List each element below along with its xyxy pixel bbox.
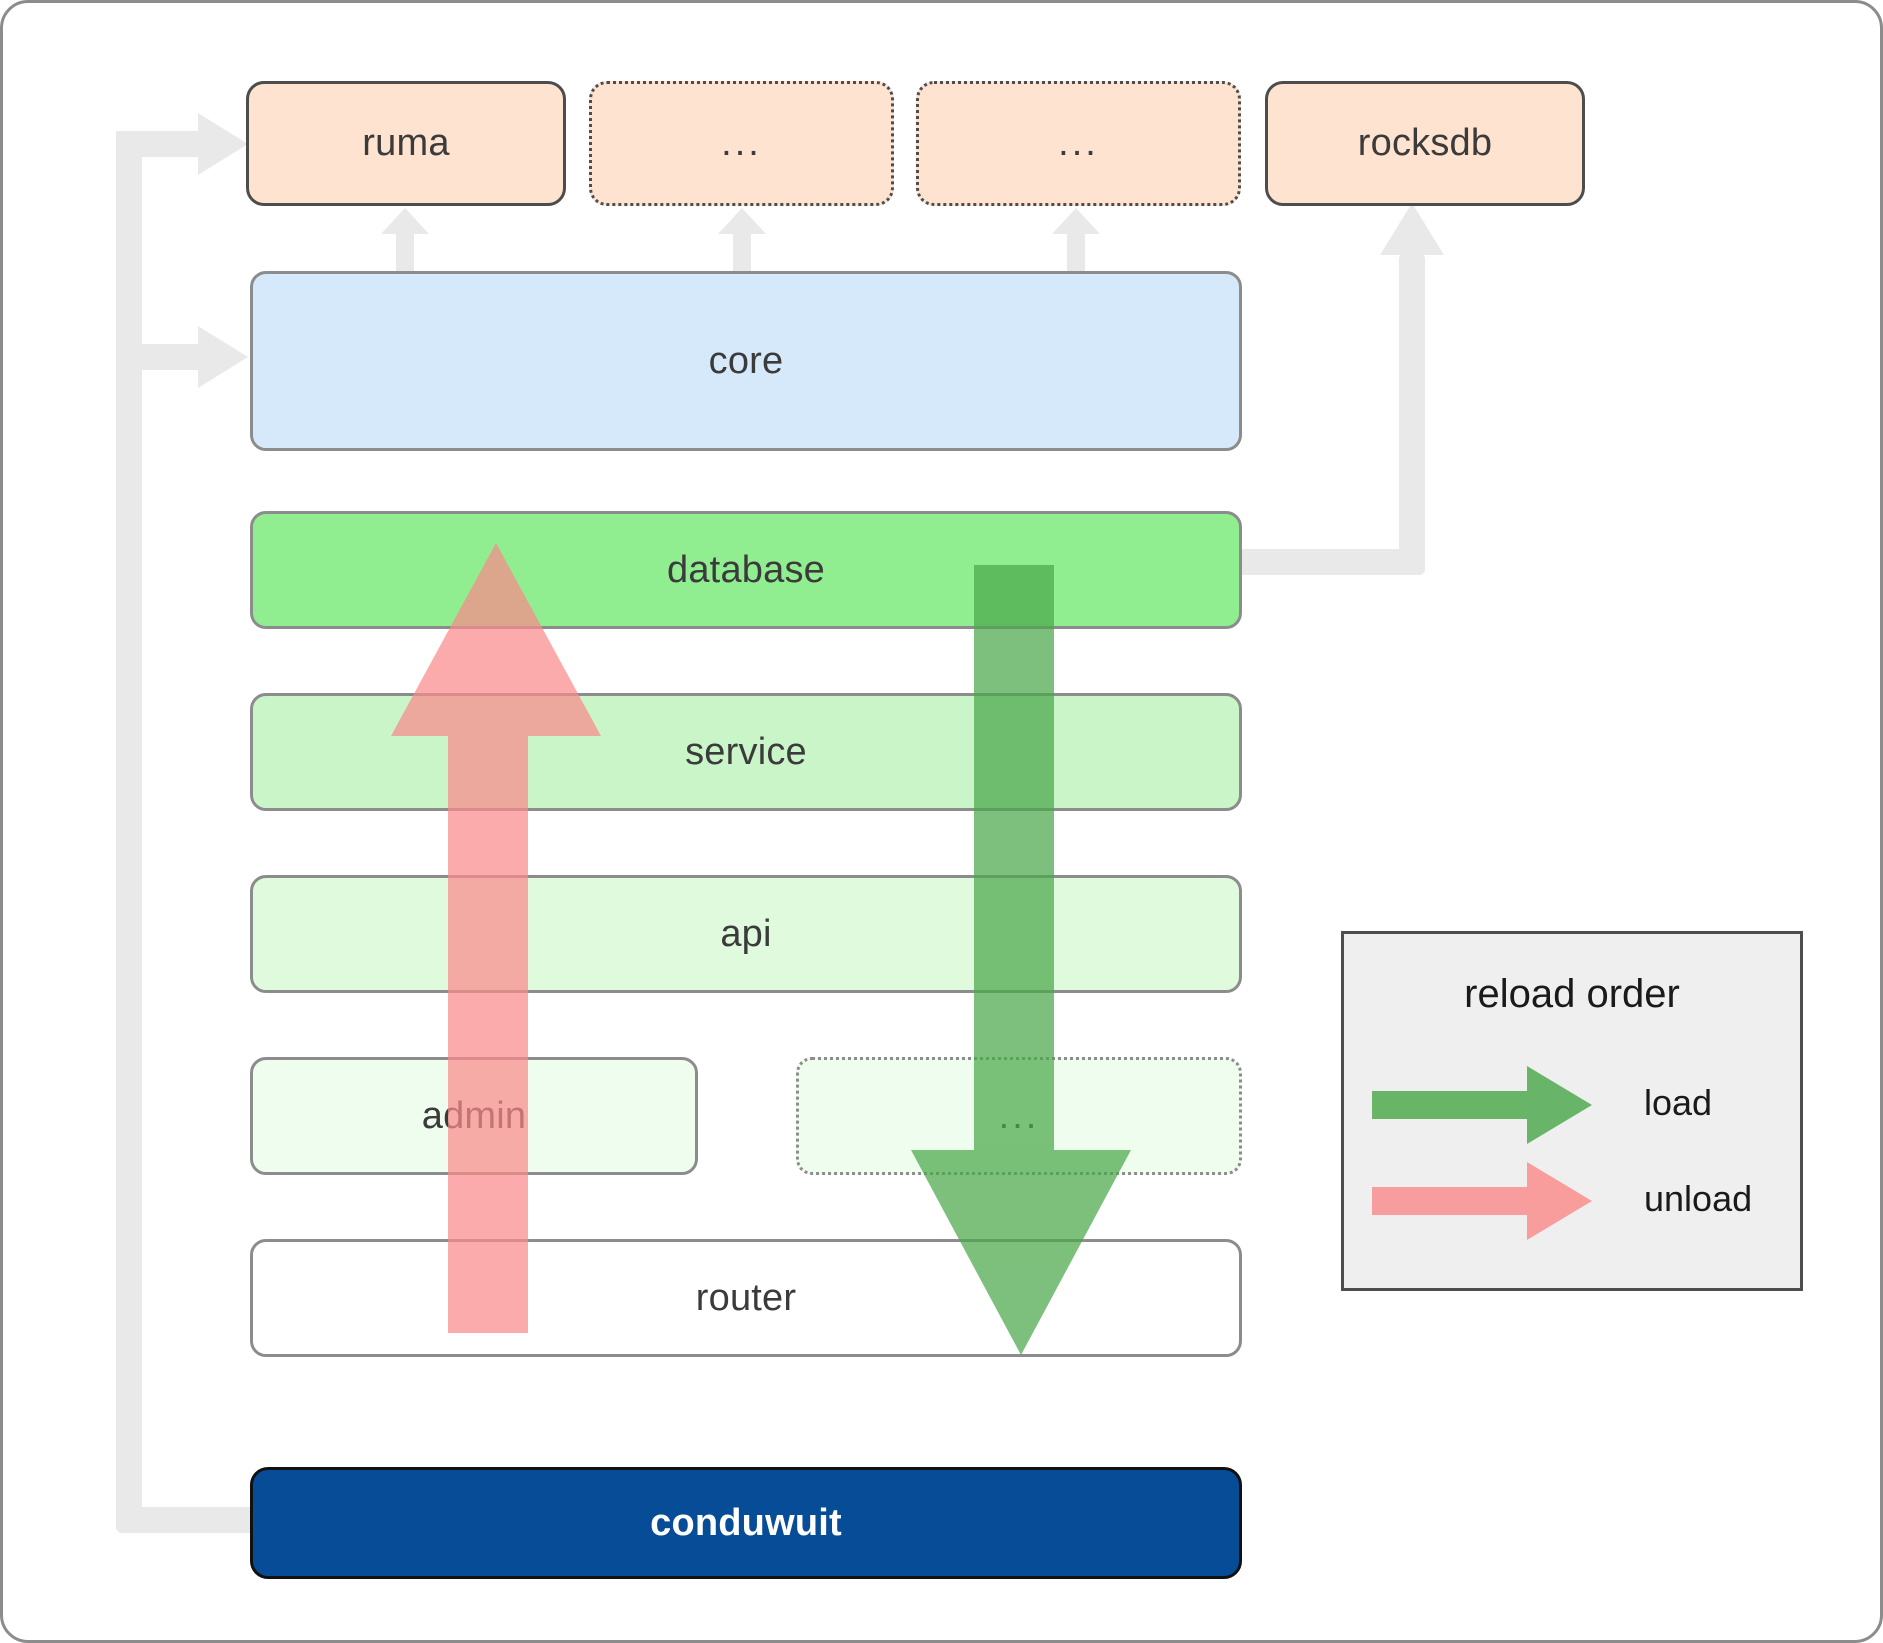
node-router-label: router (695, 1276, 797, 1319)
node-conduwuit-label: conduwuit (650, 1501, 842, 1544)
legend-unload-label: unload (1644, 1178, 1753, 1219)
node-api[interactable]: api (250, 875, 1242, 993)
node-database-label: database (667, 548, 825, 591)
node-ruma[interactable]: ruma (246, 81, 566, 206)
connector-arrowhead-core (198, 326, 248, 388)
node-layer-more-label: ... (998, 1094, 1040, 1137)
connector-conduwuit-to-trunk (116, 1507, 256, 1533)
connector-core-to-dep-more-1 (718, 208, 766, 273)
node-service-label: service (685, 730, 807, 773)
connector-arrowhead-rocksdb (1380, 203, 1444, 255)
node-database[interactable]: database (250, 511, 1242, 629)
node-admin-label: admin (421, 1094, 527, 1137)
node-api-label: api (720, 912, 772, 955)
connector-database-right (1233, 549, 1425, 575)
legend-load-arrow (1372, 1066, 1592, 1144)
connector-rocksdb-riser (1399, 253, 1425, 575)
node-dep-more-2[interactable]: ... (916, 81, 1241, 206)
connector-core-to-dep-more-2 (1052, 208, 1100, 273)
node-admin[interactable]: admin (250, 1057, 698, 1175)
legend-box: reload order load unload (1341, 931, 1803, 1291)
node-service[interactable]: service (250, 693, 1242, 811)
node-dep-more-1-label: ... (721, 122, 762, 165)
connector-arrowhead-ruma (198, 113, 248, 175)
node-core[interactable]: core (250, 271, 1242, 451)
node-router[interactable]: router (250, 1239, 1242, 1357)
connector-trunk-left (116, 131, 142, 1533)
node-layer-more[interactable]: ... (796, 1057, 1242, 1175)
node-conduwuit[interactable]: conduwuit (250, 1467, 1242, 1579)
node-rocksdb[interactable]: rocksdb (1265, 81, 1585, 206)
node-dep-more-1[interactable]: ... (589, 81, 894, 206)
node-core-label: core (708, 339, 784, 382)
legend-title: reload order (1464, 972, 1680, 1016)
legend-unload-arrow (1372, 1162, 1592, 1240)
connector-core-to-ruma (381, 208, 429, 273)
node-ruma-label: ruma (362, 122, 450, 164)
node-rocksdb-label: rocksdb (1357, 122, 1493, 164)
legend-load-label: load (1644, 1082, 1713, 1123)
node-dep-more-2-label: ... (1058, 122, 1099, 165)
